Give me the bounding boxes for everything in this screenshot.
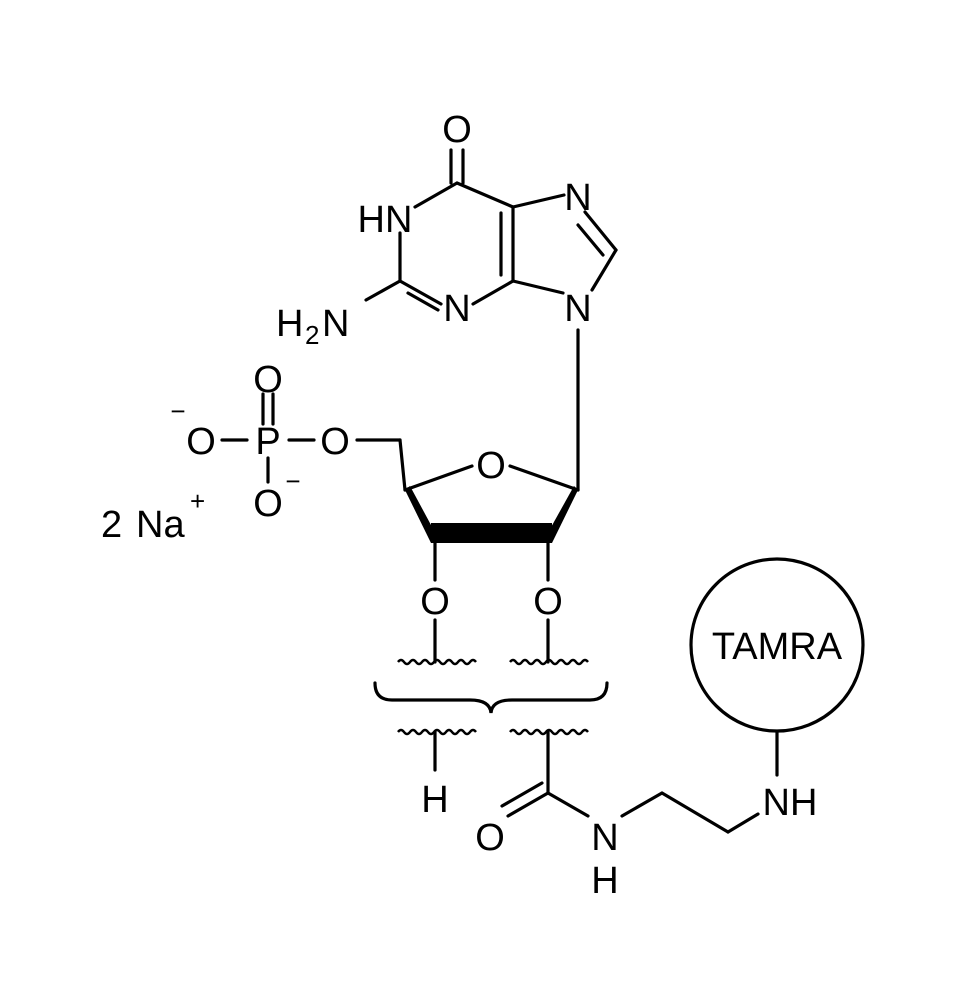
charge-phos-o-left: − (170, 396, 185, 426)
c8-n9-bond (590, 248, 618, 292)
ch2-nh-bond (726, 812, 760, 834)
wedge-c2-c1 (545, 486, 578, 543)
wavy-line-bottom-left (397, 728, 477, 736)
ch2-ch2-bond (660, 791, 730, 834)
atom-n9: N (564, 288, 591, 330)
wedge-c4-c3 (405, 486, 438, 543)
counterion-count: 2 (101, 504, 122, 546)
atom-hn: HN (358, 199, 413, 241)
atom-nh2-subscript: 2 (305, 320, 319, 350)
n9-c4-bond (511, 279, 565, 295)
counterion-symbol: Na (136, 504, 185, 546)
curly-brace (373, 681, 609, 714)
wavy-line-bottom-right (509, 728, 589, 736)
atom-o3: O (420, 581, 450, 623)
tamra-label: TAMRA (712, 626, 843, 668)
n7-c8-bond (583, 210, 618, 252)
n-ch2-bond (620, 791, 664, 818)
atom-amine-nh: NH (763, 782, 818, 824)
n3-c4-bond (471, 279, 515, 306)
c4-c5prime-bond (398, 438, 407, 492)
atom-nh2-n: N (322, 303, 349, 345)
atom-phos-o-double: O (253, 359, 283, 401)
atom-amide-o: O (475, 817, 505, 859)
atom-phos-o-left: O (186, 421, 216, 463)
amide-c-n (546, 791, 590, 818)
atom-o2: O (533, 581, 563, 623)
atom-amide-n: N (591, 817, 618, 859)
atom-h-terminal: H (421, 779, 448, 821)
c1-o4-bond (508, 464, 580, 492)
amide-c-o-a (506, 791, 550, 818)
c6-n1-bond (413, 181, 459, 209)
linker-bonds (433, 728, 779, 834)
atom-phos-o-right: O (320, 421, 350, 463)
atom-n7: N (564, 177, 591, 219)
guanine-bonds (364, 148, 618, 312)
c2-nh2-bond (364, 279, 402, 302)
attachment-markers (373, 658, 609, 736)
amide-c-o-b (500, 781, 544, 808)
c2-n3-bond-inner (406, 291, 440, 312)
phosphate-bonds (220, 392, 316, 484)
atom-phos-p: P (255, 421, 280, 463)
atom-o-carbonyl: O (442, 109, 472, 151)
n7-c8-bond-inner (576, 223, 605, 257)
tamra-circle (689, 557, 865, 733)
c5-c6-bond (455, 181, 515, 209)
wavy-line-top-right (509, 658, 589, 666)
c5-n7-bond (511, 193, 566, 209)
atom-nh2-h: H (276, 303, 303, 345)
atom-phos-o-bottom: O (253, 483, 283, 525)
atom-amide-h: H (591, 860, 618, 902)
ribose-bonds (355, 328, 580, 664)
o4-c4-bond (403, 464, 474, 492)
counterion-charge: + (190, 486, 205, 516)
bold-c3-c2 (431, 523, 552, 543)
wavy-line-top-left (397, 658, 477, 666)
c2-n3-bond (398, 279, 443, 306)
atom-labels: O HN N N N H 2 N O − O P O O − 2 Na + O … (101, 109, 843, 902)
charge-phos-o-bottom: − (285, 466, 300, 496)
atom-ring-o: O (476, 445, 506, 487)
atom-n3: N (443, 288, 470, 330)
